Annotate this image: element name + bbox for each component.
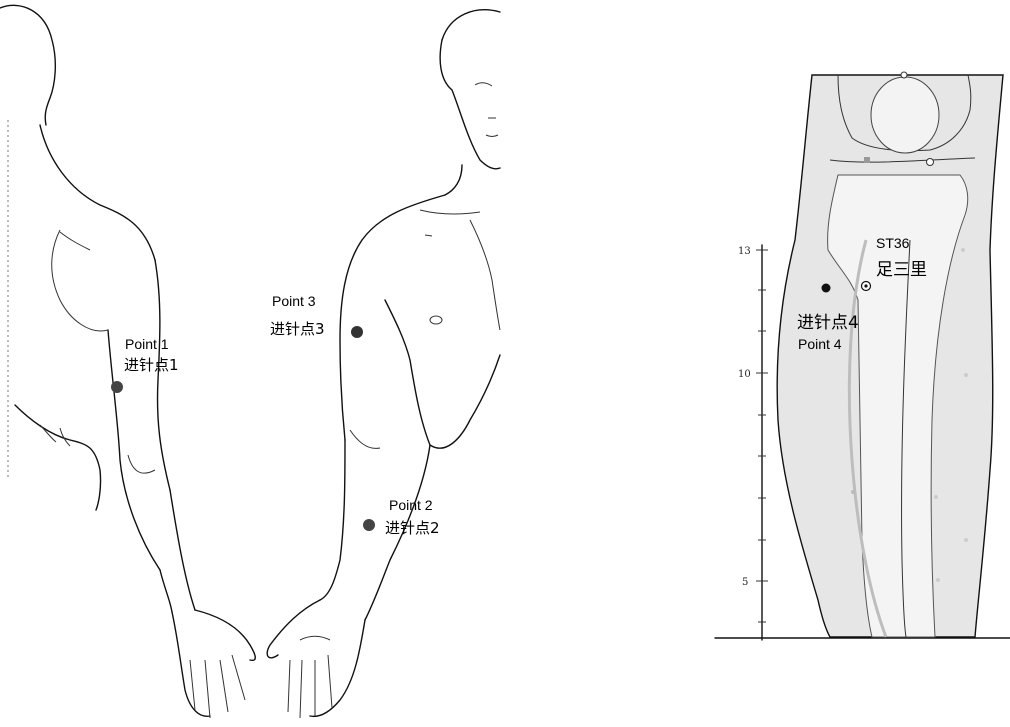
scale-ruler: 13 10 5	[738, 245, 768, 640]
point-4-label-zh: 进针点4	[797, 313, 859, 333]
leg-diagram: 13 10 5	[715, 72, 1010, 640]
point-3-marker: Point 3 进针点3	[270, 293, 363, 338]
patella	[871, 77, 939, 153]
point-4-label-en: Point 4	[798, 336, 842, 352]
point-2-marker: Point 2 进针点2	[363, 497, 440, 537]
scale-tick-13: 13	[738, 246, 751, 257]
scale-tick-10: 10	[738, 369, 751, 380]
point-3-label-zh: 进针点3	[270, 320, 325, 338]
scale-tick-5: 5	[742, 577, 748, 588]
point-4-dot	[822, 284, 831, 293]
front-view-figure	[267, 10, 500, 718]
point-1-dot	[111, 381, 123, 393]
point-1-label-zh: 进针点1	[124, 356, 179, 374]
point-2-label-en: Point 2	[389, 497, 433, 513]
point-3-dot	[351, 326, 363, 338]
st36-label-en: ST36	[876, 235, 910, 251]
point-2-dot	[363, 519, 375, 531]
point-2-label-zh: 进针点2	[385, 519, 440, 537]
point-1-marker: Point 1 进针点1	[111, 336, 179, 393]
point-3-label-en: Point 3	[272, 293, 316, 309]
point-1-label-en: Point 1	[125, 336, 169, 352]
st36-label-zh: 足三里	[876, 260, 927, 280]
